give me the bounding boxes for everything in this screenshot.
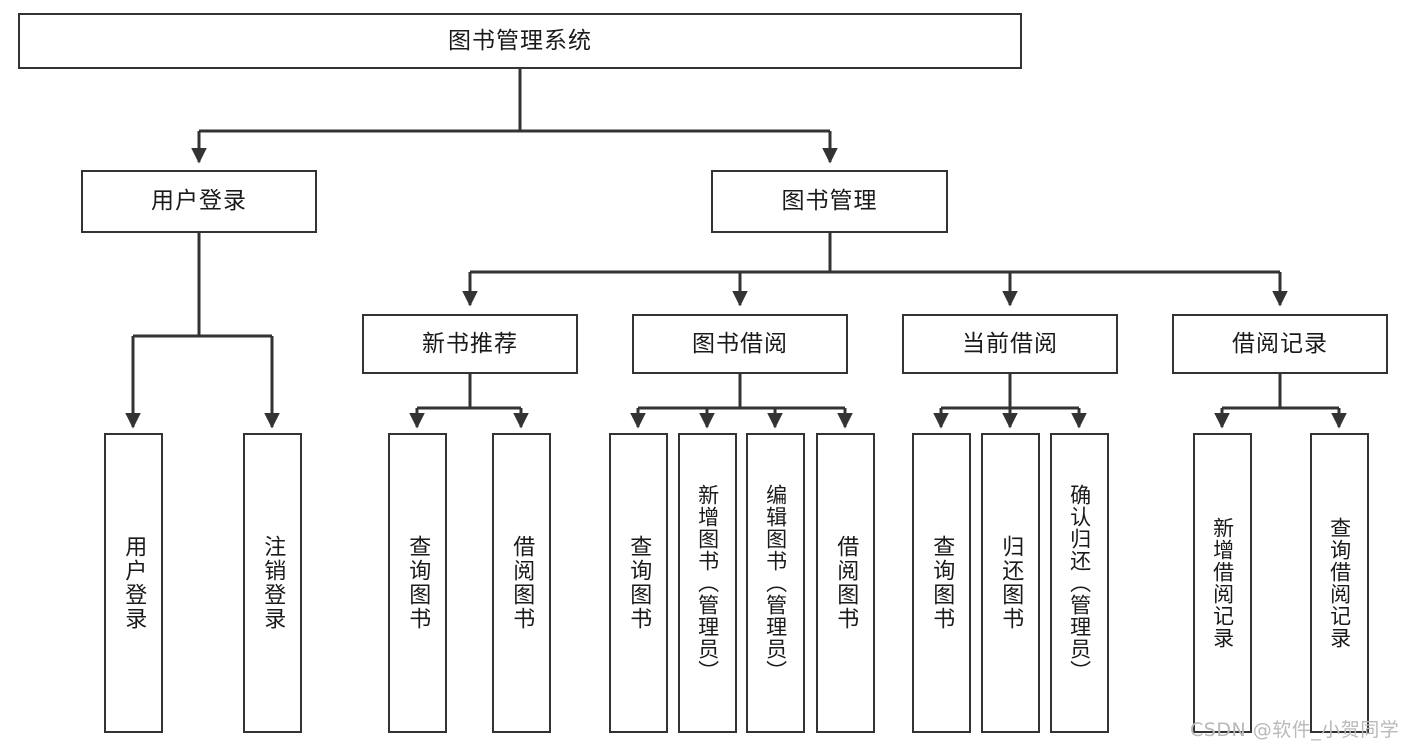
node-leaf-add-record-label: 新增借阅记录	[1210, 517, 1235, 649]
node-leaf-user-login-label: 用户登录	[121, 535, 147, 631]
node-leaf-query-record-label: 查询借阅记录	[1327, 517, 1352, 649]
node-book-borrow[interactable]: 图书借阅	[632, 314, 848, 374]
node-leaf-confirm-return[interactable]: 确认归还（管理员）	[1050, 433, 1109, 733]
node-leaf-query-book-1[interactable]: 查询图书	[388, 433, 447, 733]
node-book-management-label: 图书管理	[781, 188, 878, 215]
node-root[interactable]: 图书管理系统	[18, 13, 1022, 69]
node-leaf-confirm-return-label: 确认归还（管理员）	[1067, 484, 1092, 682]
node-book-management[interactable]: 图书管理	[711, 170, 948, 233]
node-leaf-return-book-label: 归还图书	[998, 535, 1024, 631]
node-current-borrow[interactable]: 当前借阅	[902, 314, 1118, 374]
node-leaf-edit-book-label: 编辑图书（管理员）	[763, 484, 788, 682]
node-leaf-add-book-label: 新增图书（管理员）	[695, 484, 720, 682]
node-user-login[interactable]: 用户登录	[81, 170, 317, 233]
node-leaf-return-book[interactable]: 归还图书	[981, 433, 1040, 733]
node-leaf-query-book-3[interactable]: 查询图书	[912, 433, 971, 733]
node-leaf-user-logout-label: 注销登录	[260, 535, 286, 631]
node-borrow-record-label: 借阅记录	[1232, 330, 1328, 357]
node-current-borrow-label: 当前借阅	[962, 330, 1058, 357]
node-root-label: 图书管理系统	[448, 27, 592, 54]
node-leaf-query-book-1-label: 查询图书	[405, 535, 431, 631]
node-leaf-query-book-2[interactable]: 查询图书	[609, 433, 668, 733]
node-new-book-recommend-label: 新书推荐	[422, 330, 518, 357]
node-leaf-query-book-3-label: 查询图书	[929, 535, 955, 631]
node-leaf-query-book-2-label: 查询图书	[626, 535, 652, 631]
node-leaf-query-record[interactable]: 查询借阅记录	[1310, 433, 1369, 733]
node-borrow-record[interactable]: 借阅记录	[1172, 314, 1388, 374]
node-leaf-borrow-book-2[interactable]: 借阅图书	[816, 433, 875, 733]
node-leaf-add-book[interactable]: 新增图书（管理员）	[678, 433, 737, 733]
node-user-login-label: 用户登录	[151, 188, 247, 215]
node-leaf-borrow-book-2-label: 借阅图书	[833, 535, 859, 631]
node-new-book-recommend[interactable]: 新书推荐	[362, 314, 578, 374]
node-book-borrow-label: 图书借阅	[692, 330, 788, 357]
watermark: CSDN @软件_小贺同学	[1190, 719, 1400, 741]
node-leaf-user-login[interactable]: 用户登录	[104, 433, 163, 733]
node-leaf-user-logout[interactable]: 注销登录	[243, 433, 302, 733]
node-leaf-borrow-book-1-label: 借阅图书	[509, 535, 535, 631]
node-leaf-borrow-book-1[interactable]: 借阅图书	[492, 433, 551, 733]
node-leaf-edit-book[interactable]: 编辑图书（管理员）	[746, 433, 805, 733]
node-leaf-add-record[interactable]: 新增借阅记录	[1193, 433, 1252, 733]
